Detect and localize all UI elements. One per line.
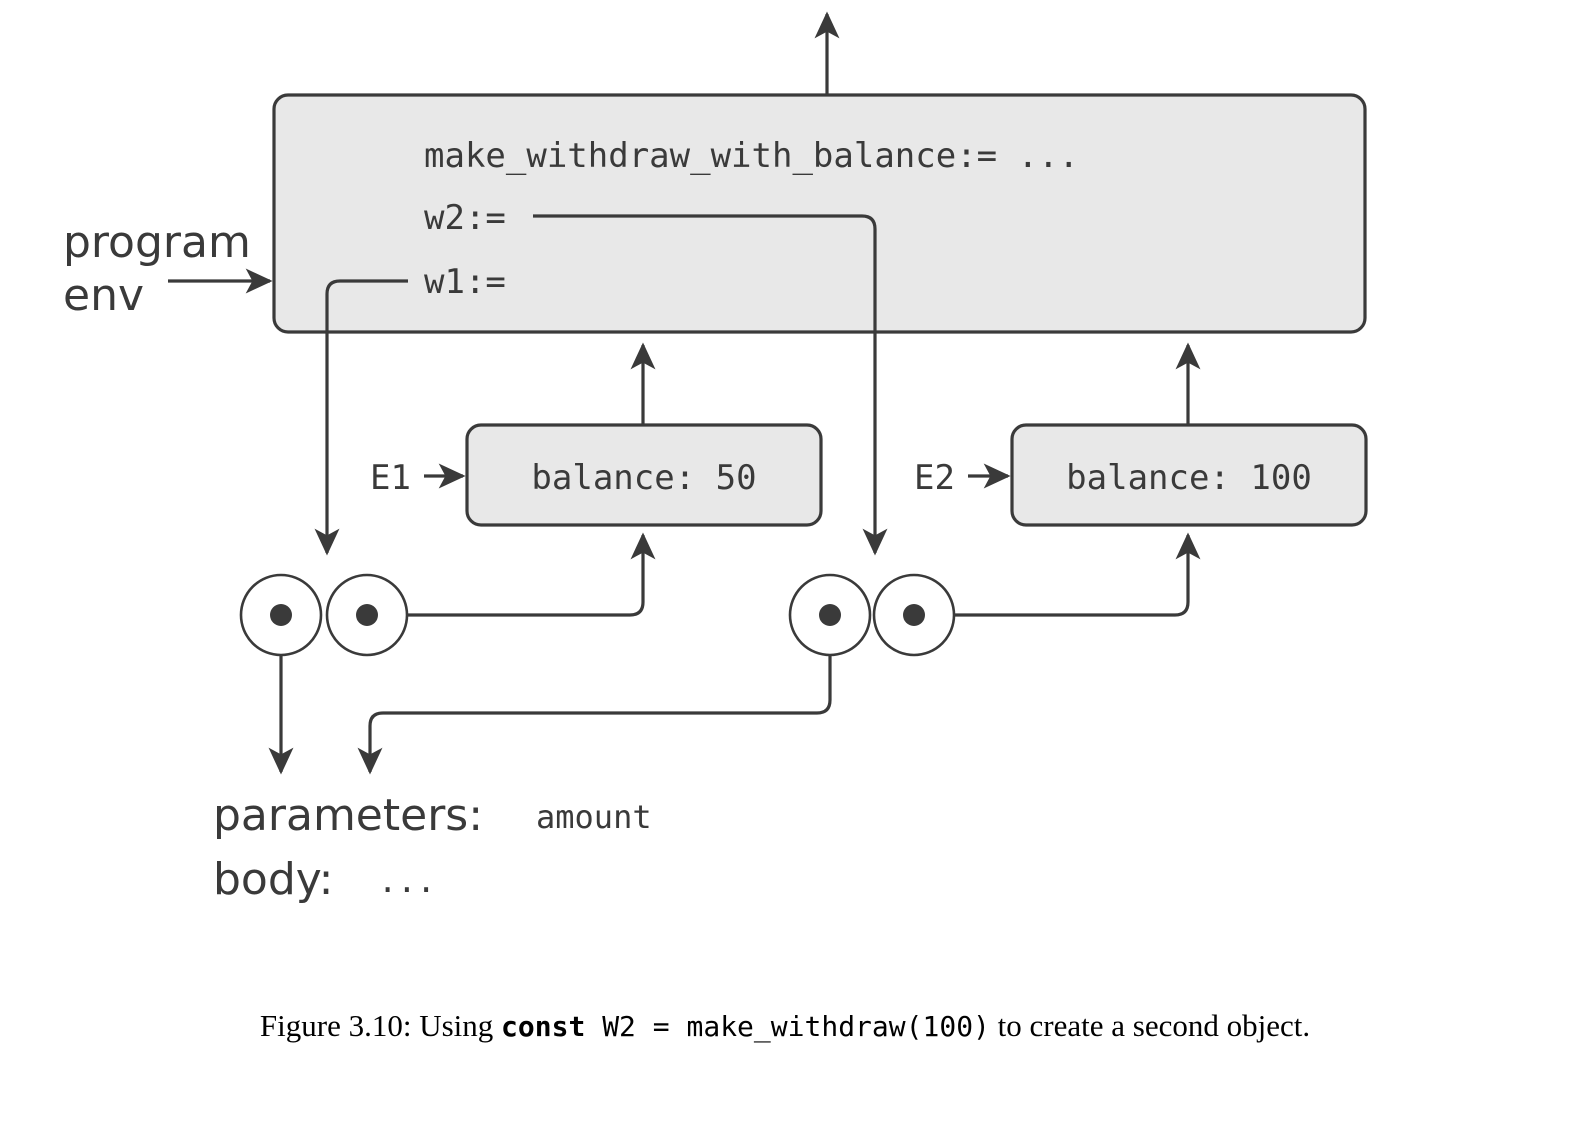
- w2-procedure-env-dot: [903, 604, 925, 626]
- w2-procedure-env-pointer: [914, 532, 1201, 617]
- e2-label: E2: [914, 458, 955, 498]
- caption-prefix: Figure 3.10: Using: [259, 1008, 502, 1043]
- w1-procedure-code-dot: [270, 604, 292, 626]
- caption-suffix: to create a second object.: [989, 1008, 1311, 1043]
- parameters-label: parameters:: [213, 790, 483, 841]
- w2-procedure-code-pointer: [357, 615, 832, 775]
- w2-binding-link: [533, 214, 888, 556]
- e2-frame-box: [1010, 423, 1368, 527]
- e2-binding-text: balance: 100: [1066, 458, 1312, 498]
- w1-binding-link: [314, 279, 408, 556]
- w1-procedure-env-pointer: [367, 532, 656, 617]
- w2-procedure-code-dot: [819, 604, 841, 626]
- global-environment-frame: [272, 93, 1367, 334]
- binding-w1: w1:=: [424, 262, 506, 302]
- figure-caption: Figure 3.10: Using const W2 = make_withd…: [0, 1008, 1570, 1044]
- body-value: ...: [378, 862, 436, 900]
- e1-binding-text: balance: 50: [531, 458, 756, 498]
- e1-label: E1: [370, 458, 411, 498]
- program-env-label-line1: program: [63, 217, 251, 268]
- caption-const-keyword: const: [501, 1010, 586, 1043]
- parameters-value: amount: [536, 798, 652, 836]
- w1-procedure-env-dot: [356, 604, 378, 626]
- e1-frame-box: [465, 423, 823, 527]
- caption-code-expression: W2 = make_withdraw(100): [602, 1010, 990, 1043]
- body-label: body:: [213, 854, 333, 905]
- binding-make-withdraw-with-balance: make_withdraw_with_balance:= ...: [424, 136, 1079, 176]
- program-env-label-line2: env: [63, 270, 144, 321]
- binding-w2: w2:=: [424, 198, 506, 238]
